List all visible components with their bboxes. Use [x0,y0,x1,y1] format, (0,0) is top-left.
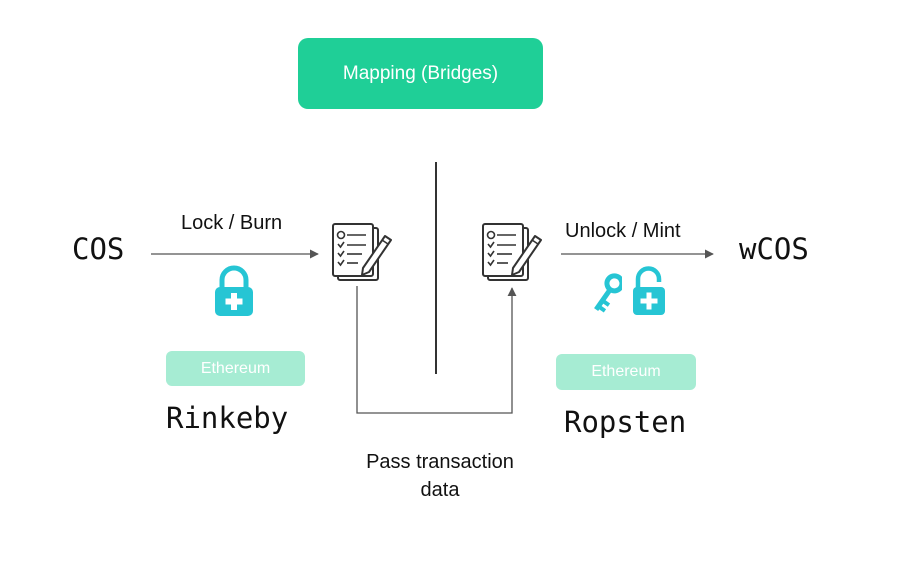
pass-transaction-caption: Pass transaction data [340,448,540,504]
lock-plus-icon [213,265,255,322]
pass-data-connector [356,286,517,414]
checklist-pen-icon [330,222,394,289]
key-icon [592,272,625,321]
lock-burn-label: Lock / Burn [181,212,283,234]
ropsten-network-label: Ropsten [564,405,687,439]
rinkeby-network-label: Rinkeby [166,401,289,435]
unlocked-plus-icon [631,265,667,322]
unlock-mint-label: Unlock / Mint [565,220,681,242]
cos-token-label: COS [72,232,125,266]
ethereum-badge-right: Ethereum [556,354,696,390]
mapping-bridges-box: Mapping (Bridges) [298,38,543,109]
wcos-token-label: wCOS [739,232,809,266]
caption-line-1: Pass transaction [366,451,514,473]
ethereum-badge-left-label: Ethereum [200,359,271,377]
checklist-pen-icon [480,222,544,289]
caption-line-2: data [420,479,460,501]
ethereum-badge-right-label: Ethereum [591,363,661,380]
ethereum-badge-left: Ethereum [166,351,305,386]
mapping-bridges-label: Mapping (Bridges) [342,62,499,84]
